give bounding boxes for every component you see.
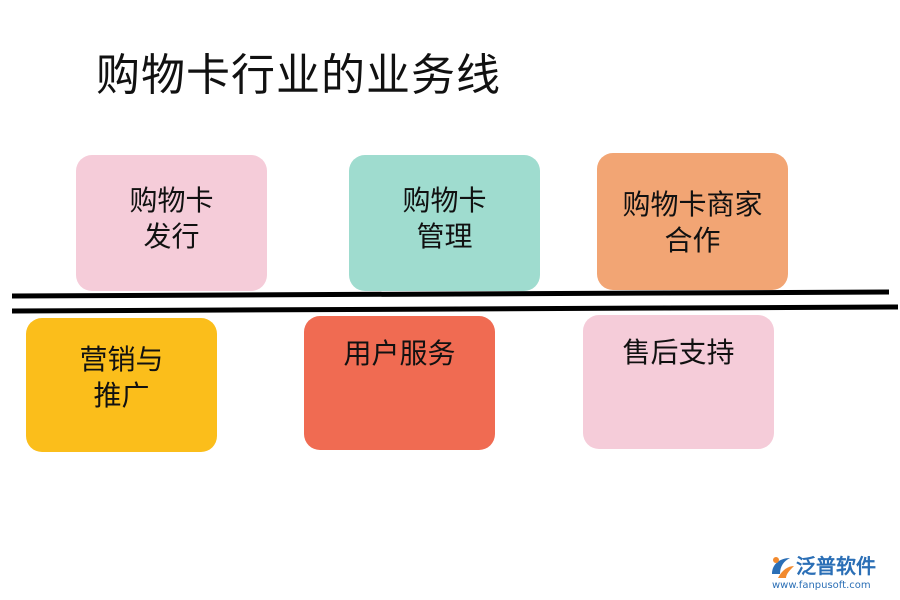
divider-line-upper xyxy=(11,289,890,299)
fanpu-logo: 泛普软件 www.fanpusoft.com xyxy=(768,552,894,596)
marketing-promotion-label-line2: 推广 xyxy=(93,379,150,412)
card-issuance-box: 购物卡 发行 xyxy=(76,155,267,291)
divider-line-lower xyxy=(11,304,899,314)
user-service-box: 用户服务 xyxy=(304,316,495,450)
fanpu-logo-url: www.fanpusoft.com xyxy=(772,580,871,591)
fanpu-logo-icon xyxy=(772,557,794,578)
marketing-promotion-box: 营销与 推广 xyxy=(26,318,217,452)
card-management-label-line2: 管理 xyxy=(416,220,473,253)
card-management-label-line1: 购物卡 xyxy=(402,184,487,217)
after-sales-support-label: 售后支持 xyxy=(622,336,735,369)
card-issuance-label-line2: 发行 xyxy=(143,220,200,253)
card-management-box: 购物卡 管理 xyxy=(349,155,540,291)
merchant-cooperation-label-line1: 购物卡商家 xyxy=(622,188,763,221)
marketing-promotion-label-line1: 营销与 xyxy=(79,343,164,376)
merchant-cooperation-box: 购物卡商家 合作 xyxy=(597,153,788,290)
fanpu-logo-text: 泛普软件 xyxy=(796,554,876,578)
page-title: 购物卡行业的业务线 xyxy=(96,50,501,101)
merchant-cooperation-label-line2: 合作 xyxy=(664,224,721,257)
card-issuance-label-line1: 购物卡 xyxy=(129,184,214,217)
user-service-label: 用户服务 xyxy=(343,337,456,370)
after-sales-support-box: 售后支持 xyxy=(583,315,774,449)
